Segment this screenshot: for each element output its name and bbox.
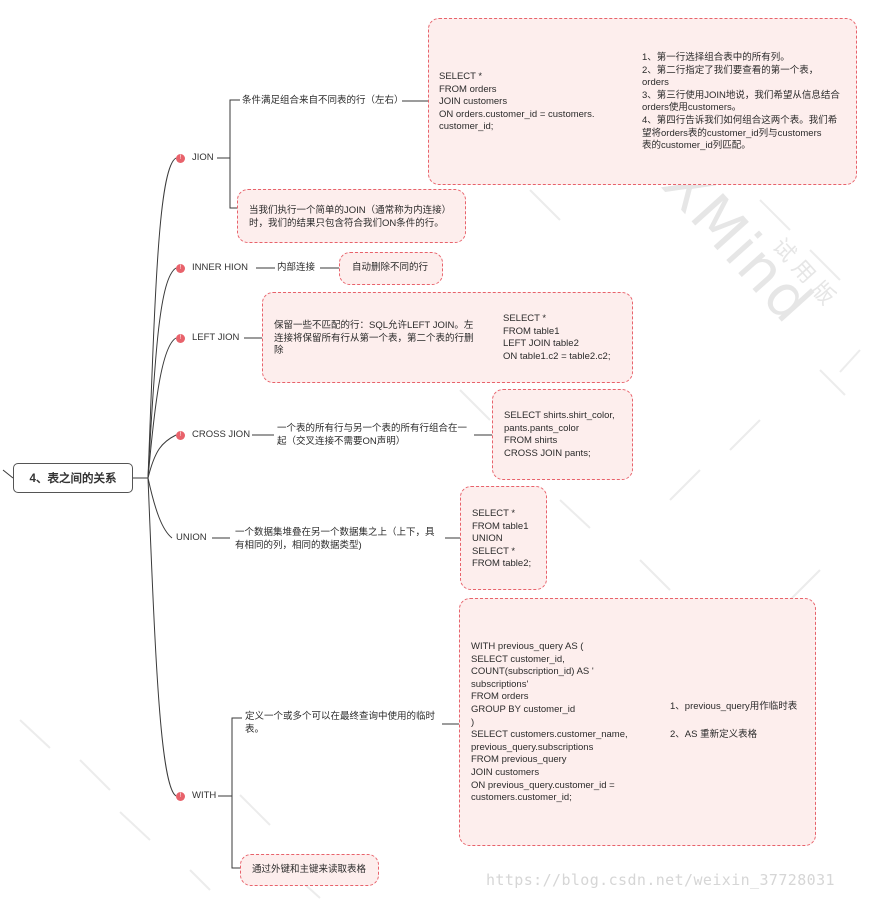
jion-description[interactable]: 条件满足组合来自不同表的行（左右） xyxy=(242,95,404,106)
branch-with[interactable]: WITH xyxy=(192,790,217,801)
jion-notes: 1、第一行选择组合表中的所有列。 2、第二行指定了我们要查看的第一个表， ord… xyxy=(642,52,840,152)
with-foot-box[interactable] xyxy=(240,854,379,886)
union-code: SELECT * FROM table1 UNION SELECT * FROM… xyxy=(472,508,532,570)
with-note-1[interactable]: 1、previous_query用作临时表 xyxy=(670,701,798,712)
with-code-box[interactable] xyxy=(459,598,816,846)
branch-union[interactable]: UNION xyxy=(176,532,207,543)
root-topic[interactable]: 4、表之间的关系 xyxy=(13,463,133,493)
union-code-box[interactable] xyxy=(460,486,547,590)
left-join-box[interactable] xyxy=(262,292,633,383)
branch-jion[interactable]: JION xyxy=(192,152,214,163)
with-note-2[interactable]: 2、AS 重新定义表格 xyxy=(670,729,758,740)
jion-code: SELECT * FROM orders JOIN customers ON o… xyxy=(439,71,595,133)
with-code: WITH previous_query AS ( SELECT customer… xyxy=(471,641,628,804)
with-desc[interactable]: 定义一个或多个可以在最终查询中使用的临时 表。 xyxy=(245,711,436,735)
marker-icon: ! xyxy=(176,264,185,273)
left-join-code: SELECT * FROM table1 LEFT JOIN table2 ON… xyxy=(503,313,611,362)
inner-join-box[interactable] xyxy=(339,252,443,285)
inner-join-label[interactable]: 内部连接 xyxy=(277,262,316,273)
jion-code-box[interactable] xyxy=(428,18,857,185)
branch-left-jion[interactable]: LEFT JION xyxy=(192,332,240,343)
jion-inner-note-box[interactable] xyxy=(237,189,466,243)
left-join-desc: 保留一些不匹配的行：SQL允许LEFT JOIN。左 连接将保留所有行从第一个表… xyxy=(274,320,474,357)
with-foot: 通过外键和主键来读取表格 xyxy=(252,864,367,875)
cross-join-desc[interactable]: 一个表的所有行与另一个表的所有行组合在一 起（交叉连接不需要ON声明） xyxy=(277,423,468,447)
watermark-url: https://blog.csdn.net/weixin_37728031 xyxy=(486,871,835,889)
cross-join-code: SELECT shirts.shirt_color, pants.pants_c… xyxy=(504,410,615,459)
union-desc[interactable]: 一个数据集堆叠在另一个数据集之上（上下，具 有相同的列，相同的数据类型) xyxy=(235,527,435,551)
cross-join-box[interactable] xyxy=(492,389,633,480)
branch-cross-jion[interactable]: CROSS JION xyxy=(192,429,251,440)
marker-icon: ! xyxy=(176,792,185,801)
branch-inner-hion[interactable]: INNER HION xyxy=(192,262,248,273)
marker-icon: ! xyxy=(176,334,185,343)
jion-inner-note: 当我们执行一个简单的JOIN（通常称为内连接） 时，我们的结果只包含符合我们ON… xyxy=(249,205,452,229)
marker-icon: ! xyxy=(176,154,185,163)
marker-icon: ! xyxy=(176,431,185,440)
inner-join-desc: 自动删除不同的行 xyxy=(352,262,429,273)
